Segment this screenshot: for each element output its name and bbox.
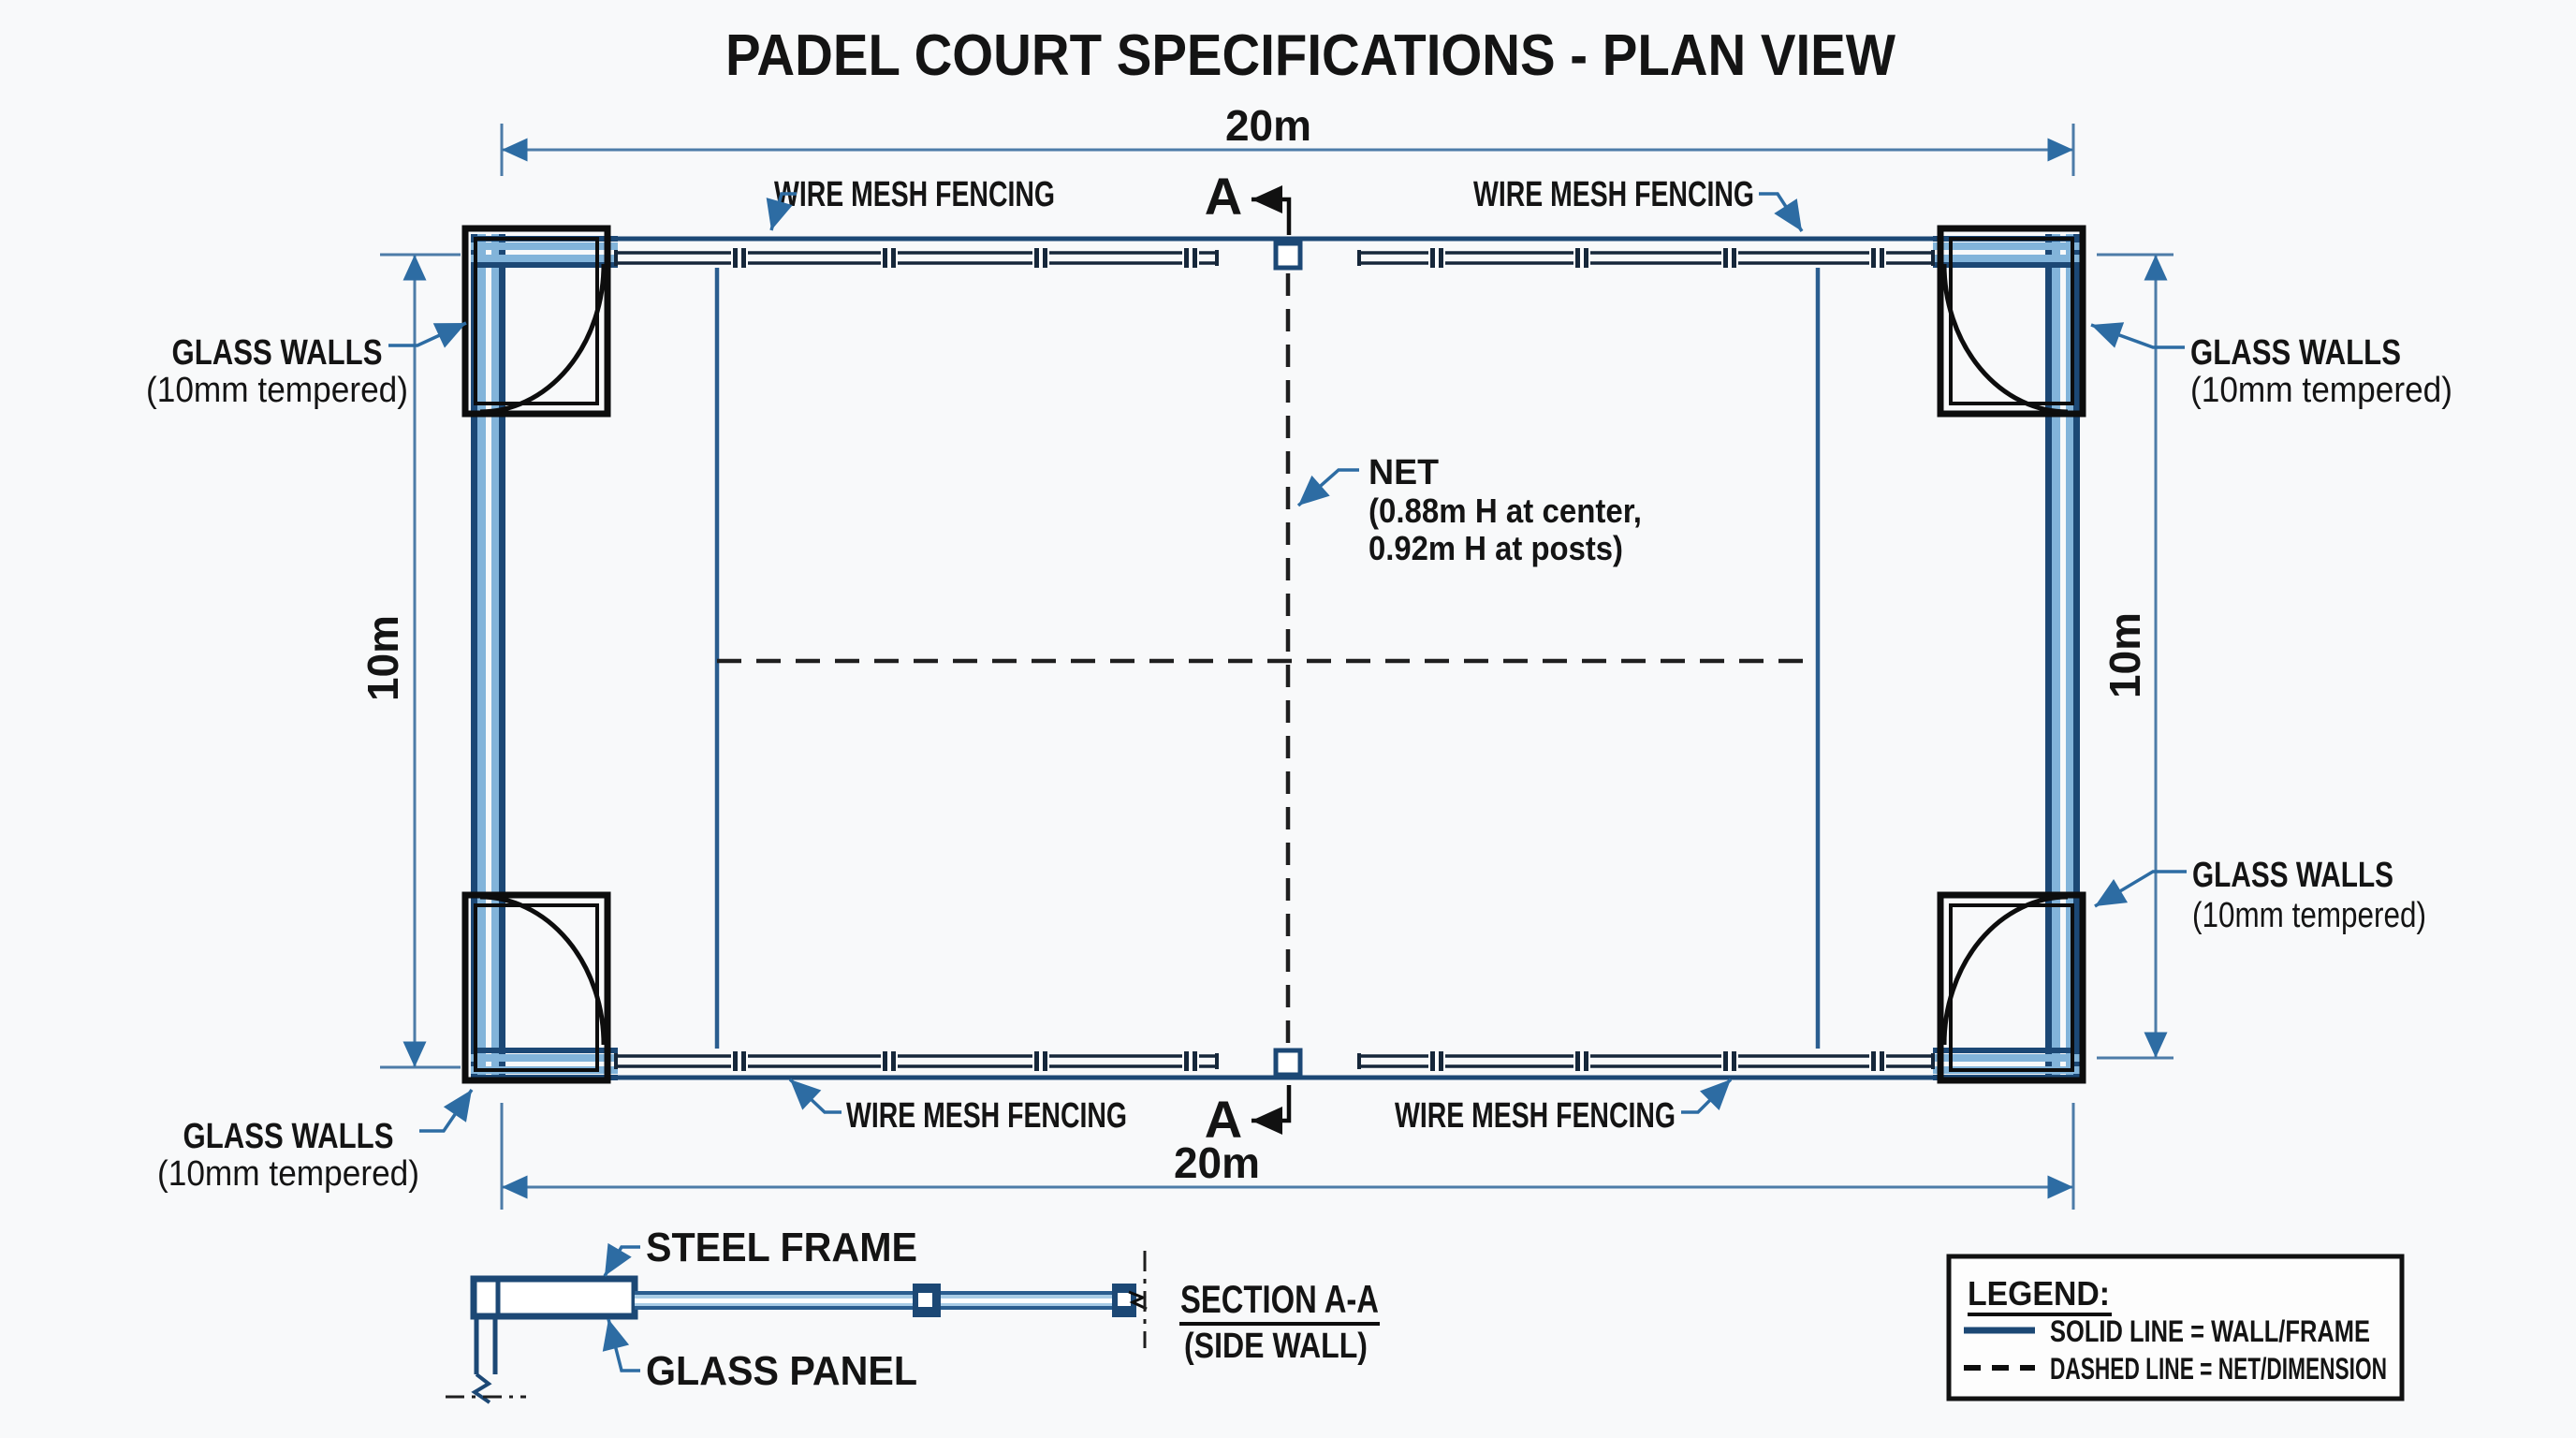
legend-dashed-label: DASHED LINE = NET/DIMENSION xyxy=(2050,1352,2387,1386)
callout-label: STEEL FRAME xyxy=(646,1225,917,1270)
break-symbol xyxy=(471,1372,492,1404)
net-spec-line2: 0.92m H at posts) xyxy=(1368,529,1623,567)
net-post-bottom xyxy=(1273,1048,1303,1078)
section-marker-bottom: A xyxy=(1205,1085,1292,1149)
net-post-top xyxy=(1273,241,1303,271)
callout-label: WIRE MESH FENCING xyxy=(846,1096,1127,1136)
door-swing-arc xyxy=(479,894,607,1046)
callout-label: WIRE MESH FENCING xyxy=(774,175,1055,214)
wire-mesh-fence-bottom xyxy=(471,1048,2080,1080)
dimension-bottom: 20m xyxy=(500,1103,2075,1210)
corner-door-bottom-left xyxy=(461,891,611,1084)
callout-sublabel: (10mm tempered) xyxy=(157,1154,419,1194)
callout-glass-walls-top-left: GLASS WALLS (10mm tempered) xyxy=(146,321,467,410)
callout-label: GLASS WALLS xyxy=(2190,333,2401,373)
legend-solid-label: SOLID LINE = WALL/FRAME xyxy=(2050,1314,2370,1348)
corner-door-bottom-right xyxy=(1937,891,2086,1084)
door-swing-arc xyxy=(1941,263,2069,415)
callout-label: GLASS WALLS xyxy=(172,333,383,373)
section-marker-letter: A xyxy=(1205,167,1242,226)
callout-wire-mesh-bottom-left: WIRE MESH FENCING xyxy=(788,1078,1127,1136)
door-swing-arc xyxy=(479,263,607,415)
callout-label: WIRE MESH FENCING xyxy=(1395,1096,1676,1136)
wire-mesh-fence-top xyxy=(471,236,2080,271)
glass-wall-right xyxy=(2045,234,2080,1080)
steel-frame-leg xyxy=(446,1316,526,1404)
callout-wire-mesh-bottom-right: WIRE MESH FENCING xyxy=(1395,1078,1733,1136)
legend-title: LEGEND: xyxy=(1968,1274,2110,1313)
fence-posts-bottom xyxy=(731,1051,1886,1071)
callout-wire-mesh-top-left: WIRE MESH FENCING xyxy=(766,175,1055,231)
court xyxy=(461,225,2086,1084)
callout-label: WIRE MESH FENCING xyxy=(1473,175,1754,214)
dimension-label-right: 10m xyxy=(2100,612,2149,698)
dimension-right: 10m xyxy=(2097,253,2174,1060)
legend: LEGEND: SOLID LINE = WALL/FRAME DASHED L… xyxy=(1946,1254,2405,1401)
callout-glass-panel: GLASS PANEL xyxy=(602,1318,917,1394)
section-detail: STEEL FRAME GLASS PANEL SECTION A-A (SID… xyxy=(446,1225,1380,1404)
dimension-label-left: 10m xyxy=(359,615,407,701)
callout-label: GLASS PANEL xyxy=(646,1348,917,1394)
glass-wall-left xyxy=(471,234,505,1080)
callout-steel-frame: STEEL FRAME xyxy=(603,1225,917,1277)
callout-net: NET (0.88m H at center, 0.92m H at posts… xyxy=(1296,453,1642,567)
callout-glass-walls-bottom-right: GLASS WALLS (10mm tempered) xyxy=(2094,856,2426,935)
page-title: PADEL COURT SPECIFICATIONS - PLAN VIEW xyxy=(725,23,1895,88)
callout-glass-walls-top-right: GLASS WALLS (10mm tempered) xyxy=(2090,322,2452,410)
section-title: SECTION A-A xyxy=(1180,1277,1379,1321)
net-spec-line1: (0.88m H at center, xyxy=(1368,492,1642,530)
section-title-block: SECTION A-A (SIDE WALL) xyxy=(1179,1277,1380,1366)
fence-posts-top xyxy=(731,248,1886,268)
corner-door-top-left xyxy=(461,225,611,418)
break-symbol xyxy=(1128,1290,1148,1311)
door-swing-arc xyxy=(1941,894,2069,1046)
dimension-top: 20m xyxy=(500,101,2075,176)
callout-glass-walls-bottom-left: GLASS WALLS (10mm tempered) xyxy=(157,1089,474,1194)
corner-door-top-right xyxy=(1937,225,2086,418)
panel-clamp-end xyxy=(1112,1284,1136,1317)
callout-label: GLASS WALLS xyxy=(183,1117,394,1156)
callout-sublabel: (10mm tempered) xyxy=(2192,896,2426,935)
callout-wire-mesh-top-right: WIRE MESH FENCING xyxy=(1473,175,1804,232)
callout-sublabel: (10mm tempered) xyxy=(146,371,408,410)
panel-clamp-middle xyxy=(913,1284,941,1317)
dimension-label-top: 20m xyxy=(1225,101,1311,150)
net-label: NET xyxy=(1368,453,1439,492)
callout-label: GLASS WALLS xyxy=(2192,856,2393,895)
section-subtitle: (SIDE WALL) xyxy=(1184,1327,1368,1366)
glass-panel-bar xyxy=(635,1291,1129,1310)
callout-sublabel: (10mm tempered) xyxy=(2190,371,2452,410)
dimension-label-bottom: 20m xyxy=(1174,1138,1260,1187)
section-marker-letter: A xyxy=(1205,1090,1242,1149)
dimension-left: 10m xyxy=(359,253,461,1069)
section-marker-top: A xyxy=(1205,167,1292,235)
